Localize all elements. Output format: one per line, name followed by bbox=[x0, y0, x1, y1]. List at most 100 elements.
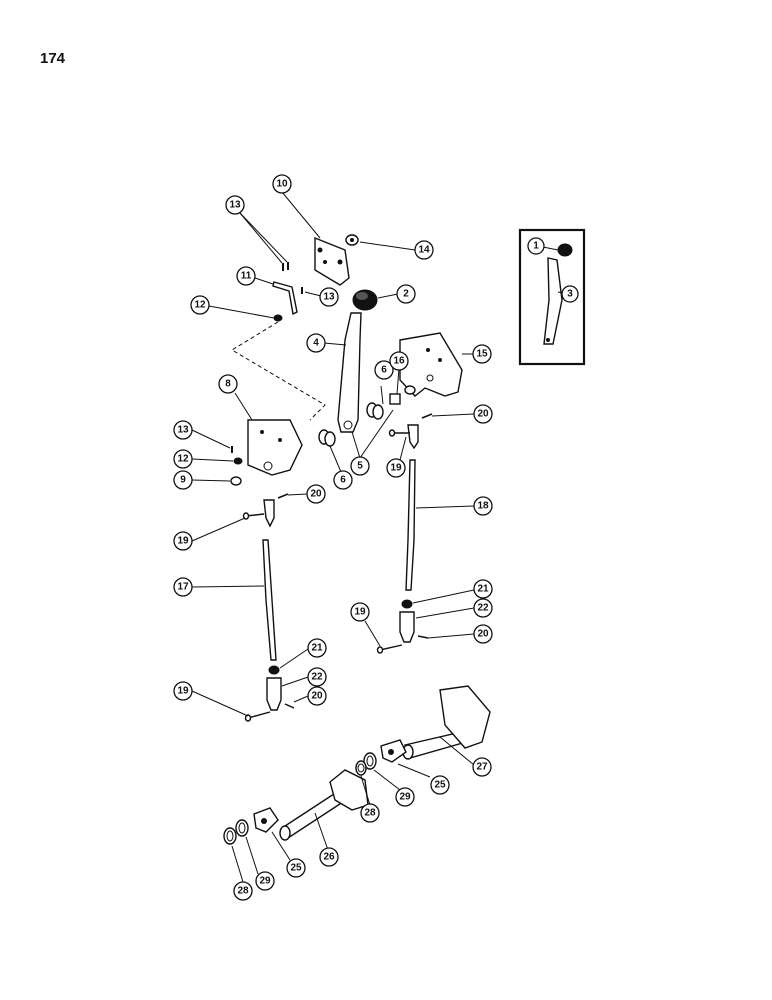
bracket-10 bbox=[281, 191, 350, 286]
callout-26: 26 bbox=[319, 847, 339, 867]
link-11 bbox=[239, 212, 322, 316]
svg-text:15: 15 bbox=[476, 349, 488, 360]
callout-21-left: 21 bbox=[307, 638, 327, 658]
svg-text:28: 28 bbox=[364, 808, 376, 819]
callout-12-lower: 12 bbox=[173, 449, 193, 469]
svg-text:21: 21 bbox=[477, 584, 489, 595]
callout-10: 10 bbox=[272, 174, 292, 194]
callout-27: 27 bbox=[472, 757, 492, 777]
callout-12-upper: 12 bbox=[190, 295, 210, 315]
svg-text:10: 10 bbox=[276, 179, 288, 190]
svg-text:20: 20 bbox=[310, 489, 322, 500]
svg-text:19: 19 bbox=[354, 607, 366, 618]
callout-18: 18 bbox=[473, 496, 493, 516]
callout-29-right: 29 bbox=[395, 787, 415, 807]
svg-text:13: 13 bbox=[177, 425, 189, 436]
callout-25-right: 25 bbox=[430, 775, 450, 795]
svg-text:11: 11 bbox=[241, 271, 252, 282]
rod-17 bbox=[191, 539, 277, 661]
lever-4 bbox=[323, 312, 362, 433]
svg-text:6: 6 bbox=[340, 475, 346, 486]
callout-25-left: 25 bbox=[286, 858, 306, 878]
callout-13-lower: 13 bbox=[173, 420, 193, 440]
callout-19-right-lower: 19 bbox=[350, 602, 370, 622]
callout-6-upper: 6 bbox=[374, 360, 394, 380]
nut-14 bbox=[345, 234, 416, 251]
callout-20-right-upper: 20 bbox=[473, 404, 493, 424]
callout-28-left: 28 bbox=[233, 881, 253, 901]
inset-lever-handle bbox=[543, 257, 563, 345]
svg-text:28: 28 bbox=[237, 886, 249, 897]
washer-12-upper bbox=[208, 305, 283, 322]
lower-left-clevis bbox=[191, 648, 309, 722]
callout-28-right: 28 bbox=[360, 803, 380, 823]
svg-text:26: 26 bbox=[323, 852, 335, 863]
dashed-connection bbox=[231, 321, 326, 421]
rod-18 bbox=[405, 459, 475, 591]
callout-4: 4 bbox=[306, 333, 326, 353]
svg-text:25: 25 bbox=[434, 780, 446, 791]
callout-3: 3 bbox=[561, 285, 579, 303]
knob-2 bbox=[352, 289, 399, 311]
svg-text:13: 13 bbox=[323, 292, 335, 303]
collar-set-right bbox=[355, 739, 431, 806]
svg-text:22: 22 bbox=[477, 603, 489, 614]
svg-text:16: 16 bbox=[393, 356, 405, 367]
callout-19-left-lower: 19 bbox=[173, 681, 193, 701]
callout-21-right: 21 bbox=[473, 579, 493, 599]
svg-text:20: 20 bbox=[477, 409, 489, 420]
callout-14: 14 bbox=[414, 240, 434, 260]
svg-text:21: 21 bbox=[311, 643, 323, 654]
svg-text:8: 8 bbox=[225, 379, 231, 390]
callout-17: 17 bbox=[173, 577, 193, 597]
svg-text:13: 13 bbox=[229, 200, 241, 211]
callout-16: 16 bbox=[389, 351, 409, 371]
bracket-8-hardware bbox=[191, 429, 243, 486]
svg-text:12: 12 bbox=[177, 454, 189, 465]
svg-text:18: 18 bbox=[477, 501, 489, 512]
clevis-upper-left bbox=[191, 493, 308, 542]
callout-15: 15 bbox=[472, 344, 492, 364]
callout-19-left-upper: 19 bbox=[173, 531, 193, 551]
callout-20-left-lower: 20 bbox=[307, 686, 327, 706]
svg-text:6: 6 bbox=[381, 365, 387, 376]
clevis-upper-right bbox=[388, 413, 475, 461]
callout-8: 8 bbox=[218, 374, 238, 394]
callout-13-top: 13 bbox=[225, 195, 245, 215]
callout-1: 1 bbox=[527, 237, 545, 255]
svg-text:19: 19 bbox=[177, 536, 189, 547]
callout-19-right-upper: 19 bbox=[386, 458, 406, 478]
lower-right-clevis bbox=[364, 589, 475, 654]
svg-text:1: 1 bbox=[533, 241, 539, 252]
svg-text:12: 12 bbox=[194, 300, 206, 311]
inset-knob bbox=[557, 243, 573, 257]
svg-text:29: 29 bbox=[259, 876, 271, 887]
svg-text:27: 27 bbox=[476, 762, 488, 773]
svg-text:20: 20 bbox=[477, 629, 489, 640]
callout-20-left-upper: 20 bbox=[306, 484, 326, 504]
washers-6 bbox=[318, 385, 394, 473]
collar-set-left bbox=[223, 807, 291, 883]
callout-22-left: 22 bbox=[307, 667, 327, 687]
svg-text:20: 20 bbox=[311, 691, 323, 702]
callout-9: 9 bbox=[173, 470, 193, 490]
svg-text:22: 22 bbox=[311, 672, 323, 683]
svg-text:25: 25 bbox=[290, 863, 302, 874]
shaft-26 bbox=[279, 769, 369, 851]
shaft-27 bbox=[402, 685, 491, 766]
bracket-8 bbox=[234, 392, 303, 476]
svg-text:9: 9 bbox=[180, 475, 186, 486]
svg-text:4: 4 bbox=[313, 338, 319, 349]
callout-5: 5 bbox=[350, 456, 370, 476]
callout-13-mid: 13 bbox=[319, 287, 339, 307]
svg-text:3: 3 bbox=[567, 289, 573, 300]
svg-text:29: 29 bbox=[399, 792, 411, 803]
svg-text:19: 19 bbox=[390, 463, 402, 474]
callout-22-right: 22 bbox=[473, 598, 493, 618]
callout-11: 11 bbox=[236, 266, 256, 286]
svg-text:14: 14 bbox=[418, 245, 430, 256]
page-number: 174 bbox=[40, 50, 66, 67]
svg-text:19: 19 bbox=[177, 686, 189, 697]
callout-20-right-lower: 20 bbox=[473, 624, 493, 644]
